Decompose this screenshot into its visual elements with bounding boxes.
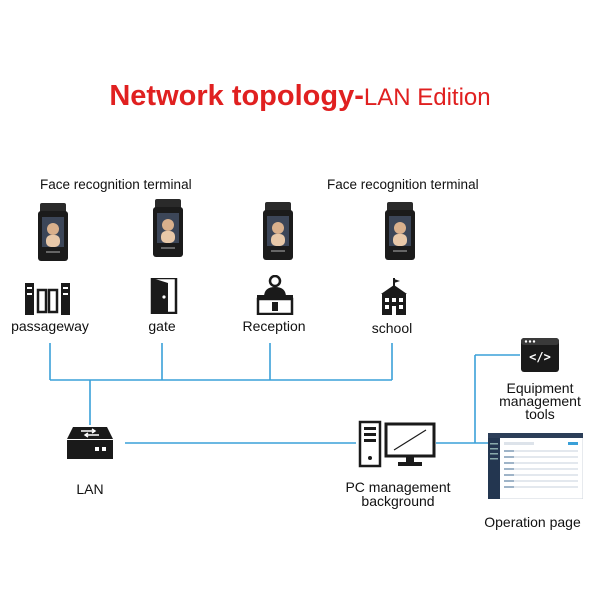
code-glyph: </> — [529, 350, 551, 364]
face-terminal-icon-1 — [38, 203, 68, 266]
scene-label-school: school — [371, 320, 413, 336]
diagram-title: Network topology-LAN Edition — [0, 80, 600, 113]
scene-label-passageway: passageway — [11, 318, 89, 334]
tools-label-line2: management — [499, 393, 581, 409]
tools-label-line1: Equipment — [506, 380, 574, 396]
lan-label: LAN — [76, 481, 104, 497]
network-switch-icon — [65, 425, 115, 466]
face-terminal-icon-3 — [263, 202, 293, 265]
tools-label-line3: tools — [525, 406, 555, 422]
school-building-icon — [378, 278, 410, 321]
face-terminal-icon-2 — [153, 199, 183, 262]
title-main: Network topology- — [109, 80, 364, 112]
pc-label-line2: background — [361, 493, 435, 509]
terminal-label-left: Face recognition terminal — [40, 177, 192, 192]
face-terminal-icon-4 — [385, 202, 415, 265]
operation-page-label: Operation page — [484, 514, 581, 530]
code-window-icon: </> — [520, 337, 560, 378]
desktop-computer-icon — [356, 420, 438, 475]
title-sub: LAN Edition — [363, 84, 491, 111]
turnstile-icon — [24, 281, 72, 320]
pc-label: PC management background — [328, 480, 468, 508]
dashboard-screen-icon — [487, 432, 584, 504]
scene-label-reception: Reception — [242, 318, 306, 334]
door-icon — [150, 276, 180, 319]
terminal-label-right: Face recognition terminal — [327, 177, 479, 192]
tools-label: Equipment management tools — [480, 380, 600, 422]
reception-desk-icon — [254, 274, 296, 320]
pc-label-line1: PC management — [345, 479, 451, 495]
scene-label-gate: gate — [148, 318, 176, 334]
